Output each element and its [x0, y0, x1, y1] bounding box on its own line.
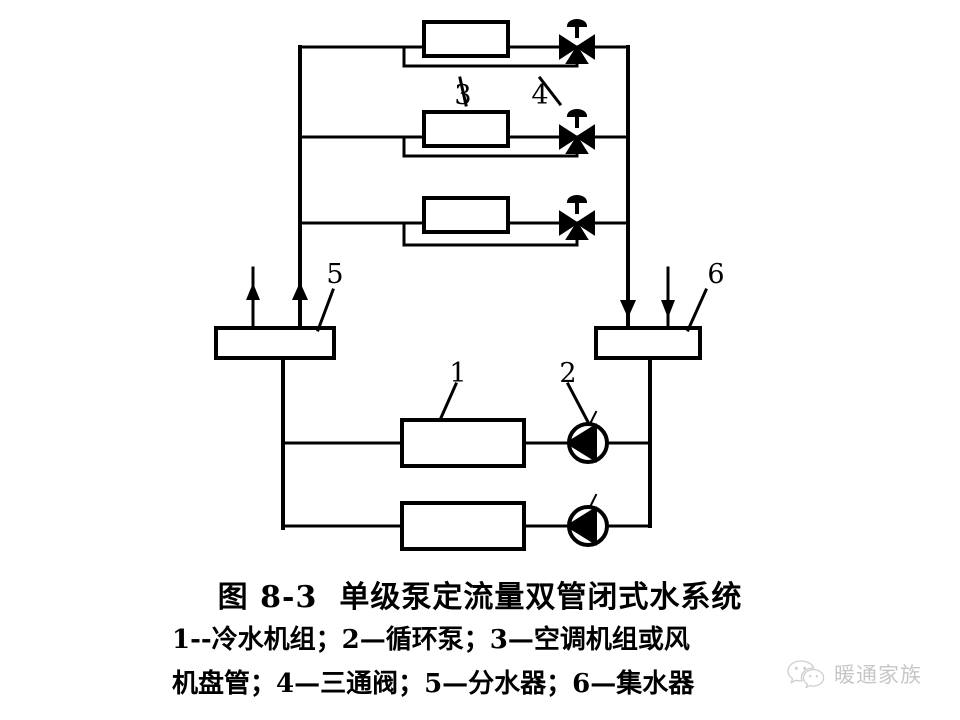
chiller-box-2 — [400, 501, 526, 551]
supply-header-5 — [214, 266, 336, 530]
legend-line-1: 1--冷水机组；2—循环泵；3—空调机组或风 — [172, 625, 690, 655]
callout-valve: 4 — [531, 80, 548, 111]
three-way-valve-2 — [559, 109, 595, 154]
figure-caption: 图 8-3 单级泵定流量双管闭式水系统 1--冷水机组；2—循环泵；3—空调机组或… — [0, 560, 960, 720]
callout-chiller: 1 — [449, 358, 466, 389]
callout-leaders — [316, 75, 708, 425]
hvac-system-diagram: 3 4 5 6 1 2 — [214, 19, 725, 551]
caption-title-line: 图 8-3 单级泵定流量双管闭式水系统 — [0, 572, 960, 616]
figure-number: 图 8-3 — [217, 580, 318, 615]
three-way-valve-1 — [559, 19, 595, 64]
callout-pump: 2 — [559, 358, 576, 389]
ahu-box-2 — [422, 110, 510, 148]
figure-title: 单级泵定流量双管闭式水系统 — [339, 580, 743, 615]
watermark: 暖通家族 — [786, 658, 922, 690]
pump-2 — [565, 493, 609, 547]
pump-1 — [565, 410, 609, 464]
legend-line-2: 机盘管；4—三通阀；5—分水器；6—集水器 — [172, 669, 695, 699]
return-riser — [620, 45, 636, 330]
supply-riser — [292, 45, 308, 330]
callout-ahu: 3 — [454, 80, 471, 111]
chiller-loop-1 — [281, 418, 652, 468]
caption-legend: 1--冷水机组；2—循环泵；3—空调机组或风 机盘管；4—三通阀；5—分水器；6… — [172, 618, 812, 706]
callout-supply-header: 5 — [326, 259, 343, 290]
ahu-box-3 — [422, 196, 510, 234]
three-way-valve-3 — [559, 195, 595, 240]
ahu-box-1 — [422, 20, 510, 58]
wechat-icon — [787, 660, 825, 689]
chiller-loop-2 — [281, 501, 652, 551]
return-header-6 — [594, 266, 702, 372]
chiller-box-1 — [400, 418, 526, 468]
watermark-text: 暖通家族 — [834, 663, 922, 687]
callout-return-header: 6 — [707, 259, 724, 290]
branch-1 — [298, 20, 630, 68]
branch-3 — [298, 196, 630, 247]
